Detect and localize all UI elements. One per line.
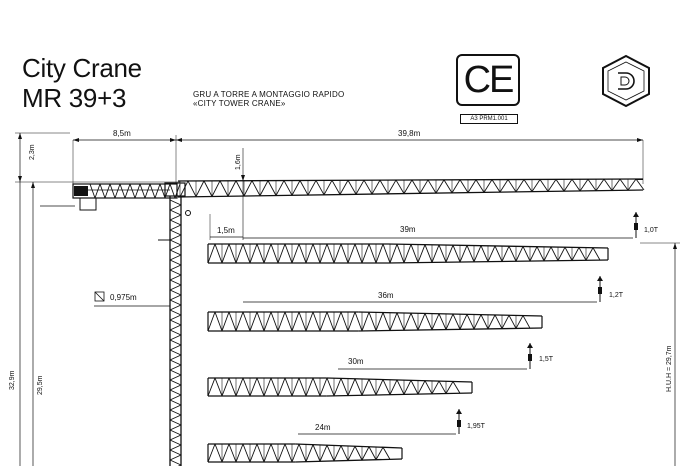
jib-configurations: 39m 1,0T 36m 1,2T 30m 1,5T	[207, 212, 659, 463]
title-line-2: MR 39+3	[22, 83, 127, 113]
config-reach-label: 39m	[400, 225, 416, 234]
config-load-label: 1,5T	[539, 356, 554, 363]
config-jib	[207, 377, 473, 397]
title-line-1: City Crane	[22, 53, 142, 83]
jib-depth-label: 1,6m	[235, 154, 242, 170]
config-row: 36m 1,2T	[207, 276, 624, 332]
hexagon-logo-icon	[602, 54, 650, 108]
subtitle-line-1: GRU A TORRE A MONTAGGIO RAPIDO	[193, 90, 345, 99]
load-hook-icon	[456, 409, 462, 434]
config-load-label: 1,2T	[609, 292, 624, 299]
height-under-hook-left-label: 29,5m	[37, 375, 44, 395]
config-reach-label: 24m	[315, 423, 331, 432]
load-hook-icon	[527, 343, 533, 369]
config-jib	[207, 311, 543, 332]
subtitle-line-2: «CITY TOWER CRANE»	[193, 99, 286, 108]
ce-code-label: A3 PRM1.001	[460, 114, 518, 124]
config-load-label: 1,95T	[467, 423, 486, 430]
config-reach-label: 36m	[378, 291, 394, 300]
tower-mast	[158, 182, 191, 466]
top-dimension-lines	[72, 135, 644, 184]
counter-jib	[40, 183, 181, 211]
height-total-label: 32,9m	[9, 370, 16, 390]
head-height-label: 2,3m	[29, 144, 36, 160]
jib-offset-label: 1,5m	[217, 226, 235, 235]
left-dimension-lines	[15, 132, 180, 466]
config-load-label: 1,0T	[644, 227, 659, 234]
load-hook-icon	[597, 276, 603, 302]
config-jib	[207, 243, 609, 264]
ce-mark: CE	[456, 54, 520, 106]
height-under-hook-right-label: H.U.H = 29,7m	[666, 345, 673, 392]
mast-section-marker	[94, 291, 170, 307]
config-row: 39m 1,0T	[207, 212, 659, 264]
jib-offset-line	[209, 214, 243, 240]
config-row: 30m 1,5T	[207, 343, 554, 397]
counter-jib-label: 8,5m	[113, 129, 131, 138]
jib-length-label: 39,8m	[398, 129, 421, 138]
config-reach-label: 30m	[348, 357, 364, 366]
load-hook-icon	[633, 212, 639, 238]
config-jib	[207, 443, 403, 463]
config-row: 24m 1,95T	[207, 409, 486, 463]
right-hook-height-line	[640, 242, 680, 466]
jib-depth-line	[241, 148, 245, 240]
main-jib	[177, 178, 645, 198]
mast-section-label: 0,975m	[110, 293, 137, 302]
